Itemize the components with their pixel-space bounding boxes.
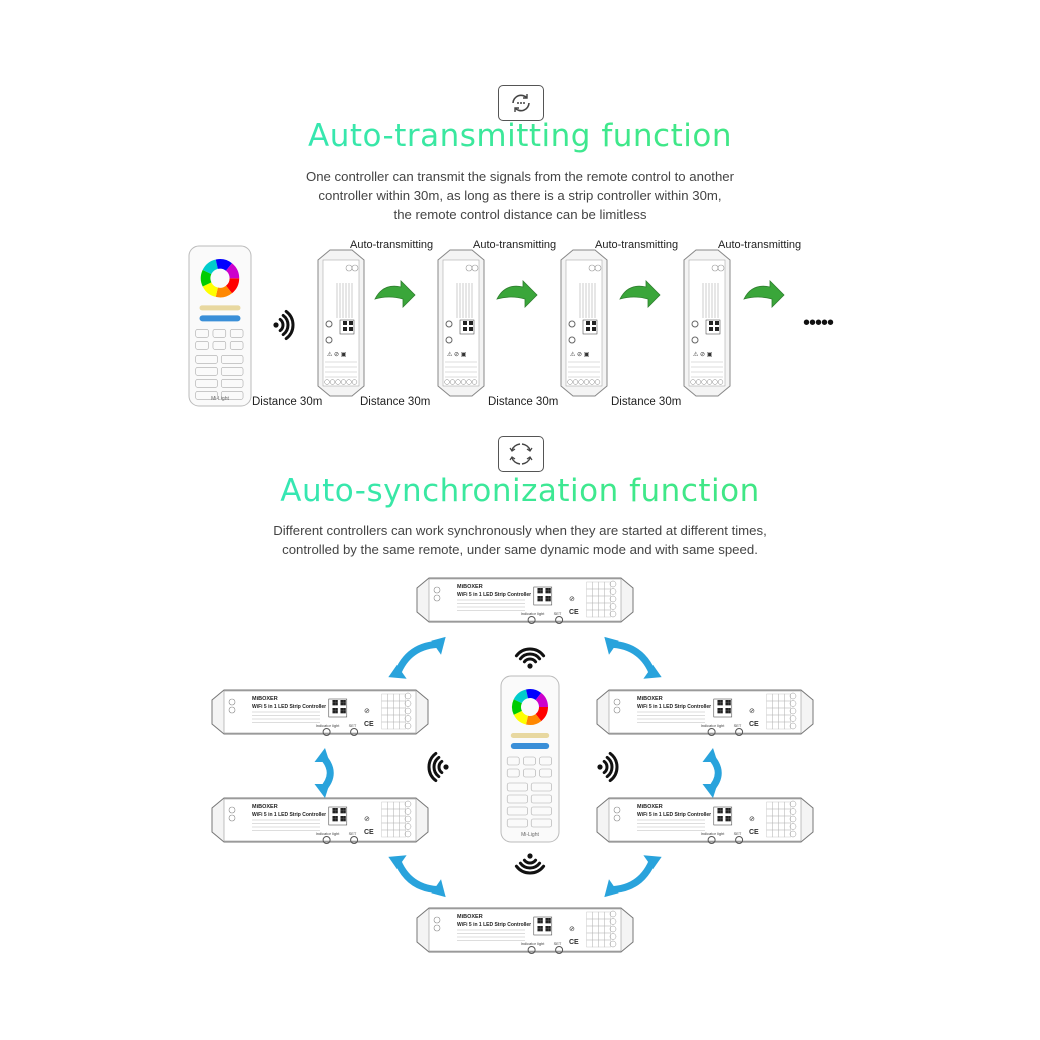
curved-arrow-icon bbox=[496, 280, 538, 308]
brand-label: MiBOXER bbox=[637, 804, 663, 810]
curved-arrow-icon bbox=[619, 280, 661, 308]
svg-text:⚠ ⊘ ▣: ⚠ ⊘ ▣ bbox=[327, 351, 347, 358]
description-line: One controller can transmit the signals … bbox=[305, 169, 735, 184]
continuation-dots: ••••• bbox=[803, 312, 834, 334]
description-line: controlled by the same remote, under sam… bbox=[282, 542, 758, 557]
sync-double-arrow-icon bbox=[604, 636, 662, 679]
section2-title: Auto-synchronization function bbox=[0, 473, 1040, 509]
svg-text:CE: CE bbox=[569, 939, 579, 946]
section2-description: Different controllers can work synchrono… bbox=[0, 521, 1040, 559]
curved-arrow-icon bbox=[743, 280, 785, 308]
remote-brand: Mi-Light bbox=[211, 396, 229, 402]
strip-controller: ⚠ ⊘ ▣ bbox=[317, 249, 365, 397]
model-title: WiFi 5 in 1 LED Strip Controller bbox=[252, 704, 326, 710]
set-label: SET bbox=[734, 831, 742, 836]
indicator-label: Indicator light bbox=[701, 723, 726, 728]
indicator-label: Indicator light bbox=[316, 831, 341, 836]
wireless-signal-icon bbox=[514, 853, 546, 875]
wireless-signal-icon bbox=[427, 751, 449, 783]
section1-title: Auto-transmitting function bbox=[0, 118, 1040, 154]
indicator-label: Indicator light bbox=[521, 611, 546, 616]
svg-text:⊘: ⊘ bbox=[749, 816, 755, 823]
strip-controller: MiBOXER WiFi 5 in 1 LED Strip ControllerI… bbox=[596, 797, 814, 844]
model-title: WiFi 5 in 1 LED Strip Controller bbox=[457, 592, 531, 598]
brand-label: MiBOXER bbox=[252, 804, 278, 810]
svg-text:CE: CE bbox=[749, 829, 759, 836]
sync-double-arrow-icon bbox=[314, 748, 334, 798]
strip-controller: MiBOXER WiFi 5 in 1 LED Strip ControllerI… bbox=[596, 689, 814, 736]
sync-double-arrow-icon bbox=[388, 855, 446, 898]
brand-label: MiBOXER bbox=[457, 584, 483, 590]
svg-text:⊘: ⊘ bbox=[749, 708, 755, 715]
indicator-label: Indicator light bbox=[521, 941, 546, 946]
indicator-label: Indicator light bbox=[316, 723, 341, 728]
indicator-label: Indicator light bbox=[701, 831, 726, 836]
description-line: Different controllers can work synchrono… bbox=[273, 523, 767, 538]
svg-text:CE: CE bbox=[749, 721, 759, 728]
set-label: SET bbox=[554, 611, 562, 616]
set-label: SET bbox=[349, 831, 357, 836]
sync-double-arrow-icon bbox=[604, 855, 662, 898]
model-title: WiFi 5 in 1 LED Strip Controller bbox=[252, 812, 326, 818]
svg-text:CE: CE bbox=[364, 721, 374, 728]
set-label: SET bbox=[349, 723, 357, 728]
remote-control: Mi-Light bbox=[500, 675, 560, 843]
model-title: WiFi 5 in 1 LED Strip Controller bbox=[457, 922, 531, 928]
distance-label: Distance 30m bbox=[488, 396, 559, 408]
svg-text:⊘: ⊘ bbox=[569, 596, 575, 603]
model-title: WiFi 5 in 1 LED Strip Controller bbox=[637, 704, 711, 710]
remote-control: Mi-Light bbox=[188, 245, 252, 407]
strip-controller: MiBOXER WiFi 5 in 1 LED Strip ControllerI… bbox=[211, 689, 429, 736]
description-line: the remote control distance can be limit… bbox=[393, 207, 647, 222]
curved-arrow-icon bbox=[374, 280, 416, 308]
svg-text:⊘: ⊘ bbox=[364, 816, 370, 823]
strip-controller: MiBOXER WiFi 5 in 1 LED Strip ControllerI… bbox=[211, 797, 429, 844]
section1-description: One controller can transmit the signals … bbox=[0, 167, 1040, 224]
transmit-label: Auto-transmitting bbox=[718, 239, 802, 251]
wireless-signal-icon bbox=[273, 309, 295, 341]
distance-label: Distance 30m bbox=[611, 396, 682, 408]
sync-double-arrow-icon bbox=[388, 636, 446, 679]
strip-controller: MiBOXER WiFi 5 in 1 LED Strip ControllerI… bbox=[416, 577, 634, 624]
svg-text:⊘: ⊘ bbox=[364, 708, 370, 715]
strip-controller: ⚠ ⊘ ▣ bbox=[437, 249, 485, 397]
set-label: SET bbox=[554, 941, 562, 946]
sync-double-arrow-icon bbox=[702, 748, 722, 798]
description-line: controller within 30m, as long as there … bbox=[318, 188, 722, 203]
brand-label: MiBOXER bbox=[457, 914, 483, 920]
wireless-signal-icon bbox=[597, 751, 619, 783]
transmit-label: Auto-transmitting bbox=[350, 239, 434, 251]
sync-arrows-icon bbox=[498, 436, 544, 472]
distance-label: Distance 30m bbox=[252, 396, 323, 408]
transmit-label: Auto-transmitting bbox=[595, 239, 679, 251]
strip-controller: ⚠ ⊘ ▣ bbox=[560, 249, 608, 397]
remote-brand: Mi-Light bbox=[521, 832, 539, 838]
svg-text:⚠ ⊘ ▣: ⚠ ⊘ ▣ bbox=[570, 351, 590, 358]
svg-text:⚠ ⊘ ▣: ⚠ ⊘ ▣ bbox=[447, 351, 467, 358]
strip-controller: MiBOXER WiFi 5 in 1 LED Strip ControllerI… bbox=[416, 907, 634, 954]
transmit-label: Auto-transmitting bbox=[473, 239, 557, 251]
svg-text:CE: CE bbox=[569, 609, 579, 616]
set-label: SET bbox=[734, 723, 742, 728]
svg-text:⚠ ⊘ ▣: ⚠ ⊘ ▣ bbox=[693, 351, 713, 358]
svg-text:⊘: ⊘ bbox=[569, 926, 575, 933]
brand-label: MiBOXER bbox=[252, 696, 278, 702]
svg-text:CE: CE bbox=[364, 829, 374, 836]
brand-label: MiBOXER bbox=[637, 696, 663, 702]
cycle-dots-icon bbox=[498, 85, 544, 121]
wireless-signal-icon bbox=[514, 647, 546, 669]
strip-controller: ⚠ ⊘ ▣ bbox=[683, 249, 731, 397]
model-title: WiFi 5 in 1 LED Strip Controller bbox=[637, 812, 711, 818]
distance-label: Distance 30m bbox=[360, 396, 431, 408]
